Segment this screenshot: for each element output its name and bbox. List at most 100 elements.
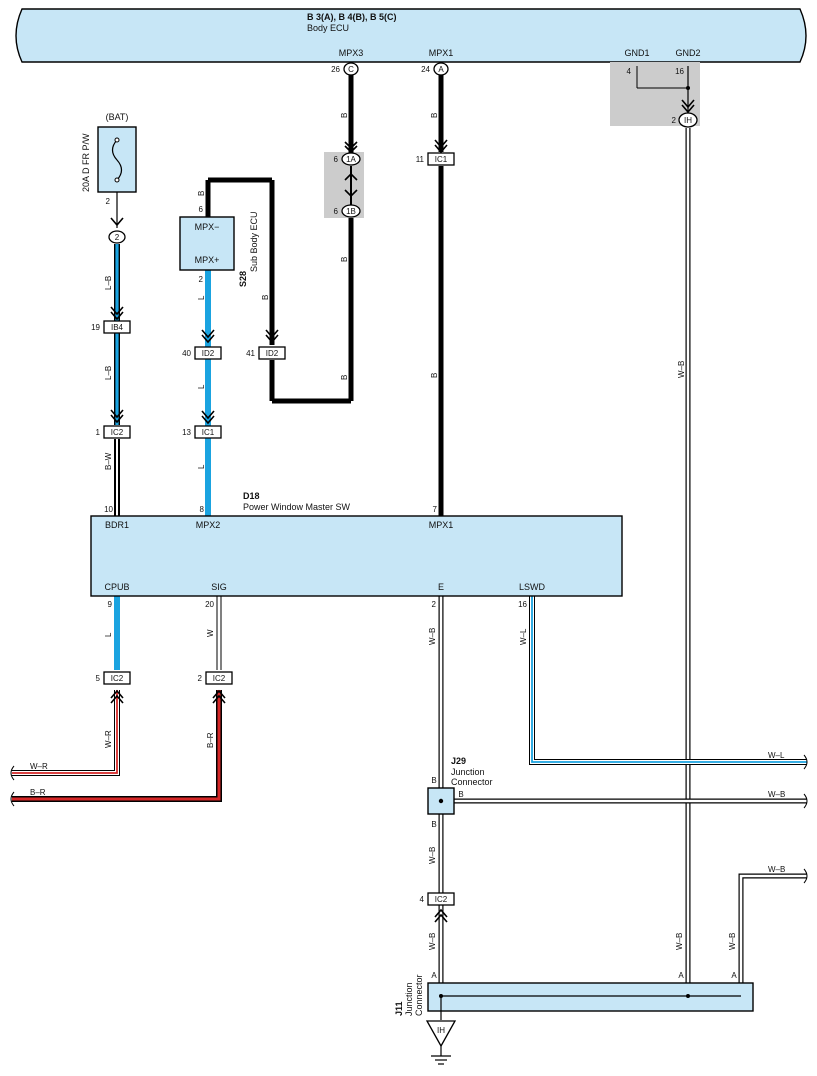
label-lswd-wl: W–L (519, 628, 528, 645)
connector-fuse-2-code: 2 (115, 233, 120, 242)
j11-pin-a2: A (678, 971, 684, 980)
j11-code: J11 (394, 1001, 404, 1016)
label-e-wb2: W–B (428, 847, 437, 864)
inline-connector-id2-a: ID2 40 (182, 346, 222, 360)
label-sub-l1: L (197, 295, 206, 300)
sub-body-ecu (179, 216, 235, 271)
sub-ecu-code: S28 (238, 271, 248, 287)
wire-lswd-wl (529, 596, 807, 765)
label-cpub-wr: W–R (104, 730, 113, 748)
id2-b-code: ID2 (266, 349, 279, 358)
j29-pin-right: B (458, 790, 463, 799)
body-ecu-name: Body ECU (307, 23, 349, 33)
sub-ecu-t2: MPX+ (195, 255, 220, 265)
label-out-wl: W–L (768, 751, 785, 760)
sub-ecu-pin-t2: 2 (199, 275, 204, 284)
connector-ih-gnd (678, 112, 698, 128)
label-mpx3-upper: B (340, 113, 349, 118)
wire-break-marks (10, 754, 808, 884)
ic2-sig-code: IC2 (213, 674, 226, 683)
connector-1a-code: 1A (346, 155, 356, 164)
body-ecu-gnd1-label: GND1 (624, 48, 649, 58)
connector-fuse-2 (108, 230, 126, 244)
inline-connector-id2-b: ID2 41 (246, 346, 286, 360)
ground-code: IH (437, 1026, 445, 1035)
connector-1a-pin: 6 (334, 155, 339, 164)
body-ecu-connectors: B 3(A), B 4(B), B 5(C) (307, 12, 397, 22)
label-sub-l3: L (197, 464, 206, 469)
junction-connector-j29 (427, 787, 455, 815)
label-sub-b-side: B (261, 295, 270, 300)
ib4-pin: 19 (91, 323, 100, 332)
master-sw-code: D18 (243, 491, 260, 501)
body-ecu-mpx1-label: MPX1 (429, 48, 454, 58)
fuse-name: 20A D FR P/W (81, 133, 91, 192)
label-sub-b-top: B (197, 191, 206, 196)
inline-connector-ic1-mpx2: IC1 13 (182, 425, 222, 439)
inline-connector-ic2-cpub: IC2 5 (96, 671, 131, 685)
wire-color-labels-horizontal: W–R B–R W–L W–B W–B (30, 751, 785, 874)
j11-pin-a1: A (431, 971, 437, 980)
id2-a-code: ID2 (202, 349, 215, 358)
j29-code: J29 (451, 756, 466, 766)
label-mpx1-lower: B (430, 373, 439, 378)
label-sub-l2: L (197, 384, 206, 389)
label-gnd-wb2: W–B (675, 933, 684, 950)
sub-ecu-t1: MPX− (195, 222, 220, 232)
ic1-mpx2-pin: 13 (182, 428, 191, 437)
ic2-e-code: IC2 (435, 895, 448, 904)
label-out-wb2: W–B (768, 865, 785, 874)
label-out-br: B–R (30, 788, 46, 797)
master-sw-bdr1: BDR1 (105, 520, 129, 530)
body-ecu-mpx3-pin: 26 (331, 65, 340, 74)
connector-ih-gnd-pin: 2 (672, 116, 677, 125)
j11-pin-a3: A (731, 971, 737, 980)
connector-1b-pin: 6 (334, 207, 339, 216)
master-sw-sig: SIG (211, 582, 227, 592)
ic2-e-pin: 4 (420, 895, 425, 904)
wire-sub-ecu-b (205, 177, 275, 345)
connector-ih-gnd-code: IH (684, 116, 692, 125)
label-out-wr: W–R (30, 762, 48, 771)
connector-chevrons (110, 99, 695, 923)
wire-color-labels: B B B B B W–B L–B L–B B–W B B L L L L W … (104, 113, 737, 950)
body-ecu-mpx3-conn: C (348, 65, 354, 74)
inline-connector-ic2-sig: IC2 2 (198, 671, 233, 685)
label-fuse-lb2: L–B (104, 366, 113, 380)
body-ecu-mpx1-pin: 24 (421, 65, 430, 74)
sub-ecu-pin-t1: 6 (199, 205, 204, 214)
master-sw-pin-mpx2: 8 (200, 505, 205, 514)
master-sw-pin-mpx1: 7 (433, 505, 438, 514)
power-window-master-switch (90, 515, 623, 597)
fuse-pin-out: 2 (106, 197, 111, 206)
master-sw-pin-lswd: 16 (518, 600, 527, 609)
body-ecu-mpx3-label: MPX3 (339, 48, 364, 58)
label-bdr-bw: B–W (104, 452, 113, 470)
ic2-cpub-pin: 5 (96, 674, 101, 683)
connector-1b-code: 1B (346, 207, 356, 216)
ib4-code: IB4 (111, 323, 124, 332)
j11-name-l2: Connector (414, 974, 424, 1016)
label-fuse-lb1: L–B (104, 276, 113, 290)
j29-name-l1: Junction (451, 767, 485, 777)
body-ecu-mpx1-conn: A (438, 65, 444, 74)
master-sw-pin-e: 2 (432, 600, 437, 609)
label-mpx1-upper: B (430, 113, 439, 118)
master-sw-e: E (438, 582, 444, 592)
j11-name-l1: Junction (404, 982, 414, 1016)
label-gnd-wb: W–B (677, 361, 686, 378)
label-sig-br: B–R (206, 732, 215, 748)
j29-pin-top: B (431, 776, 436, 785)
wire-cpub (12, 596, 120, 776)
body-ecu-terminals (343, 62, 449, 76)
inline-connector-ic1-mpx1: IC1 11 (416, 152, 455, 166)
wire-sig (12, 596, 222, 802)
body-ecu: B 3(A), B 4(B), B 5(C) Body ECU MPX3 MPX… (15, 8, 807, 63)
connector-1b (341, 204, 361, 218)
ic2-bdr-pin: 1 (96, 428, 101, 437)
j29-name-l2: Connector (451, 777, 493, 787)
gnd-junction-dot (686, 86, 690, 90)
inline-connector-ic2-e: IC2 4 (420, 892, 455, 906)
master-sw-name: Power Window Master SW (243, 502, 351, 512)
